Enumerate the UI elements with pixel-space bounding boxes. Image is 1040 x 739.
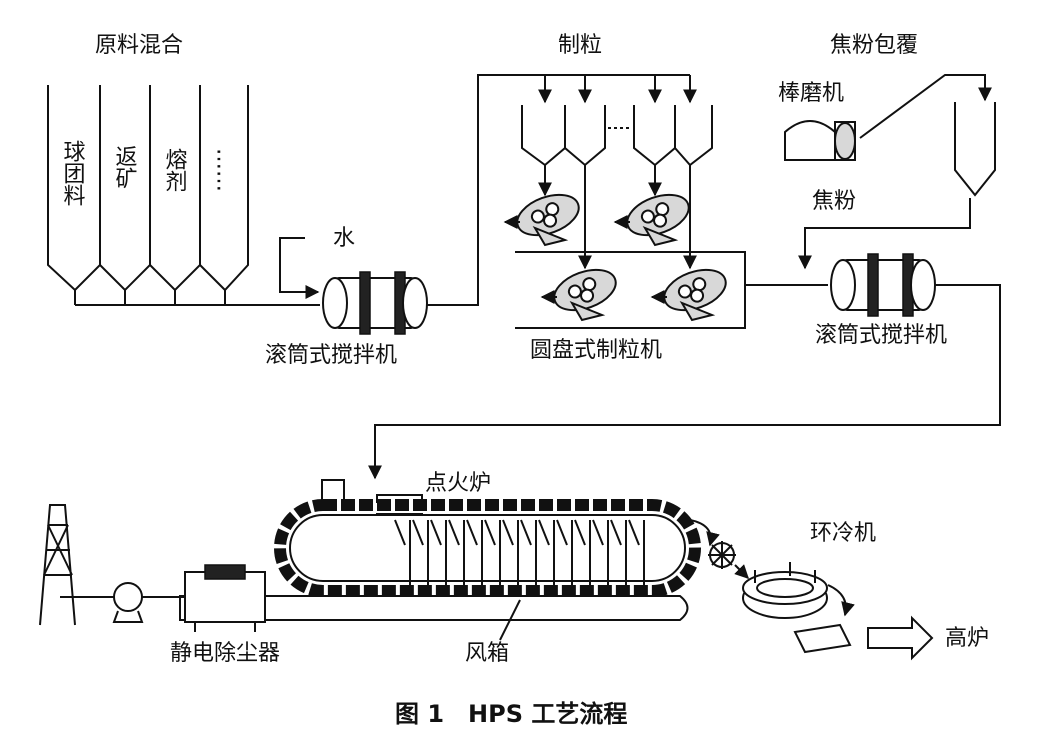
pelletizing-hoppers — [521, 75, 713, 270]
wind-box-label: 风箱 — [465, 641, 509, 666]
silo-return-ore-label: 返矿 — [112, 145, 138, 189]
silo-etc-label: …… — [212, 148, 237, 192]
ignition-furnace-label: 点火炉 — [425, 471, 491, 496]
chimney — [39, 504, 76, 626]
coke-hopper — [954, 102, 996, 197]
disc-pelletizers — [503, 193, 727, 322]
figure-caption: 图 1 HPS 工艺流程 — [395, 700, 627, 728]
silo-pellet-label: 球团料 — [60, 140, 86, 206]
rod-mill-label: 棒磨机 — [778, 81, 844, 106]
rod-mill — [784, 120, 856, 161]
wind-boxes — [394, 519, 645, 595]
drum-mixer-2 — [830, 253, 936, 317]
disc-pelletizer-label: 圆盘式制粒机 — [530, 338, 662, 363]
electrostatic-precipitator — [184, 564, 266, 632]
pelletizing-label: 制粒 — [558, 33, 602, 58]
main-duct — [179, 595, 689, 621]
to-blast-furnace-arrow — [867, 615, 934, 661]
silo-flux-label: 熔剂 — [162, 148, 188, 192]
ring-cooler — [742, 562, 828, 619]
fan — [60, 582, 185, 623]
drum-mixer-1-label: 滚筒式搅拌机 — [265, 343, 397, 368]
blast-furnace-label: 高炉 — [945, 626, 989, 651]
water-label: 水 — [333, 226, 355, 251]
coke-powder-label: 焦粉 — [812, 189, 856, 214]
crusher — [708, 541, 736, 569]
product-pile — [793, 623, 852, 654]
raw-mix-label: 原料混合 — [95, 33, 183, 58]
discharge-arrow — [689, 519, 720, 547]
esp-label: 静电除尘器 — [170, 641, 280, 666]
coke-coating-label: 焦粉包覆 — [830, 33, 918, 58]
water-arrow — [279, 237, 320, 299]
drum-mixer-1 — [322, 271, 428, 335]
ring-cooler-label: 环冷机 — [810, 521, 876, 546]
raw-material-silos — [47, 85, 320, 306]
drum-mixer-2-label: 滚筒式搅拌机 — [815, 323, 947, 348]
sinter-strand — [274, 479, 701, 597]
